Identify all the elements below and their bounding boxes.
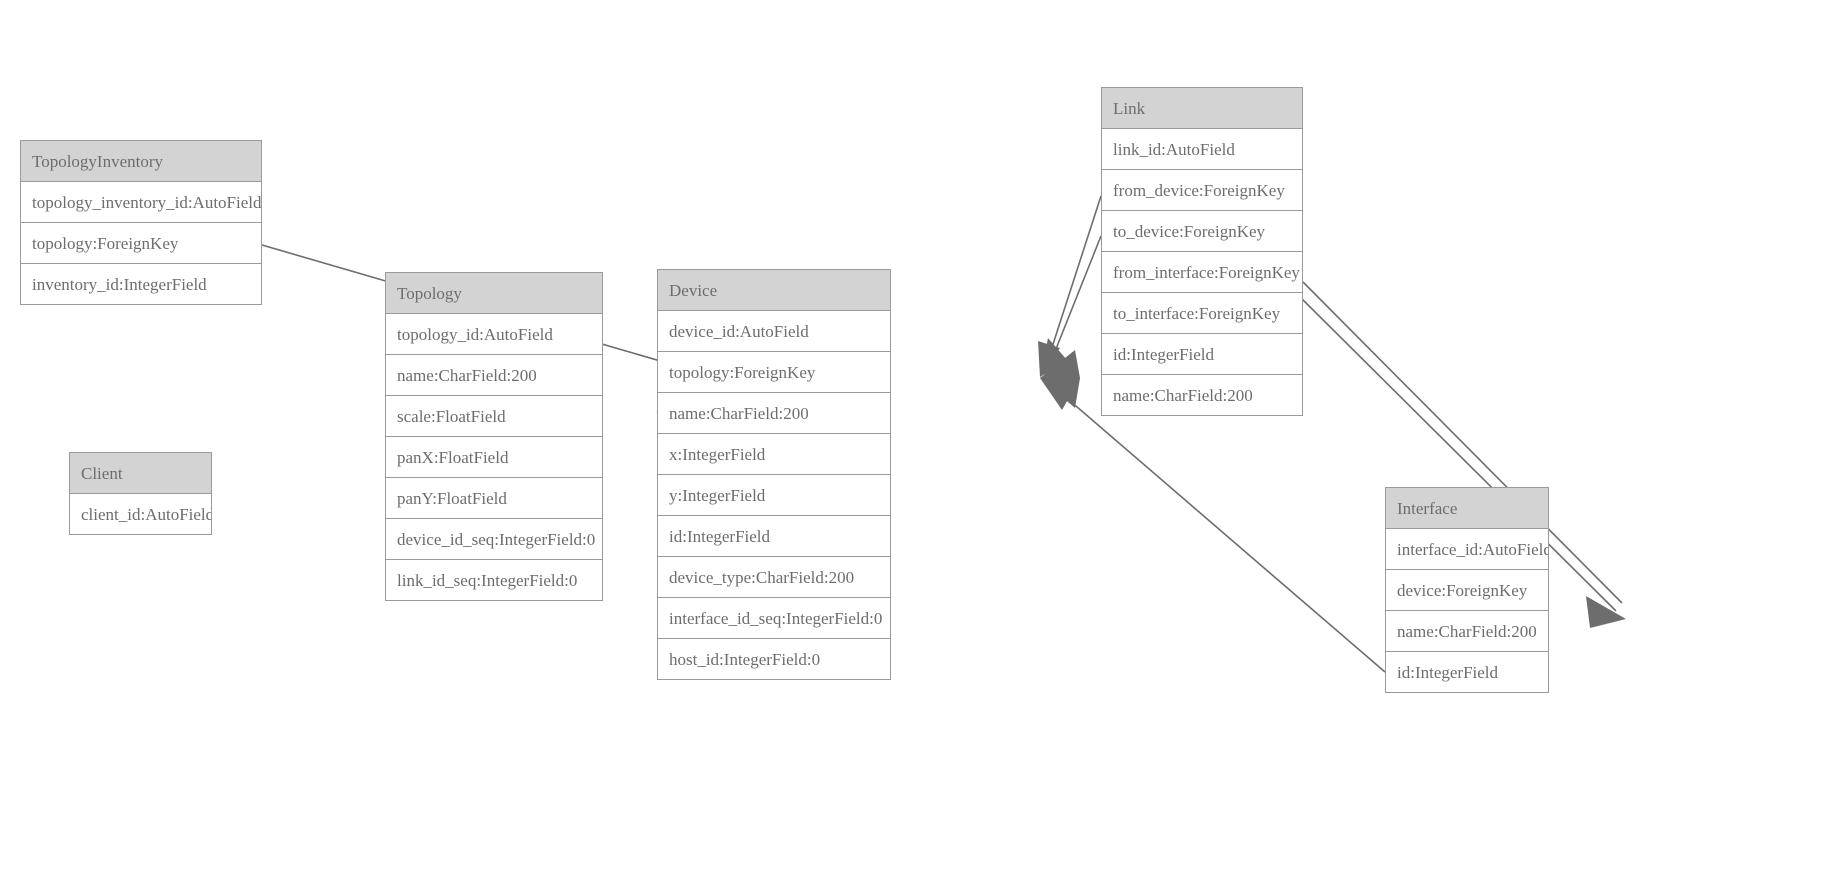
entity-field: topology_inventory_id:AutoField (21, 182, 261, 223)
entity-field: to_interface:ForeignKey (1102, 293, 1302, 334)
entity-field: name:CharField:200 (658, 393, 890, 434)
entity-field: client_id:AutoField (70, 494, 211, 534)
entity-field: x:IntegerField (658, 434, 890, 475)
entity-field: id:IntegerField (658, 516, 890, 557)
device-incoming-arrowheads (1040, 350, 1080, 408)
entity-field: interface_id_seq:IntegerField:0 (658, 598, 890, 639)
entity-field: device_id_seq:IntegerField:0 (386, 519, 602, 560)
relation-interface-device (1040, 378, 1386, 673)
entity-field: inventory_id:IntegerField (21, 264, 261, 304)
entity-field: name:CharField:200 (1386, 611, 1548, 652)
entity-field: id:IntegerField (1386, 652, 1548, 692)
entity-field: device_id:AutoField (658, 311, 890, 352)
relation-link-to-device (1038, 235, 1102, 377)
entity-field: topology:ForeignKey (658, 352, 890, 393)
entity-field: y:IntegerField (658, 475, 890, 516)
entity-title-client: Client (70, 453, 211, 494)
entity-field: id:IntegerField (1102, 334, 1302, 375)
entity-title-device: Device (658, 270, 890, 311)
entity-field: name:CharField:200 (1102, 375, 1302, 415)
entity-field: name:CharField:200 (386, 355, 602, 396)
entity-field: scale:FloatField (386, 396, 602, 437)
entity-field: from_interface:ForeignKey (1102, 252, 1302, 293)
entity-field: device_type:CharField:200 (658, 557, 890, 598)
entity-title-interface: Interface (1386, 488, 1548, 529)
entity-field: host_id:IntegerField:0 (658, 639, 890, 679)
entity-field: interface_id:AutoField (1386, 529, 1548, 570)
entity-field: device:ForeignKey (1386, 570, 1548, 611)
entity-field: to_device:ForeignKey (1102, 211, 1302, 252)
entity-field: link_id_seq:IntegerField:0 (386, 560, 602, 600)
entity-field: from_device:ForeignKey (1102, 170, 1302, 211)
entity-field: topology:ForeignKey (21, 223, 261, 264)
entity-field: panX:FloatField (386, 437, 602, 478)
entity-field: topology_id:AutoField (386, 314, 602, 355)
entity-title-link: Link (1102, 88, 1302, 129)
relation-link-from-device (1040, 195, 1102, 377)
entity-title-topology_inventory: TopologyInventory (21, 141, 261, 182)
entity-title-topology: Topology (386, 273, 602, 314)
entity-field: link_id:AutoField (1102, 129, 1302, 170)
entity-field: panY:FloatField (386, 478, 602, 519)
